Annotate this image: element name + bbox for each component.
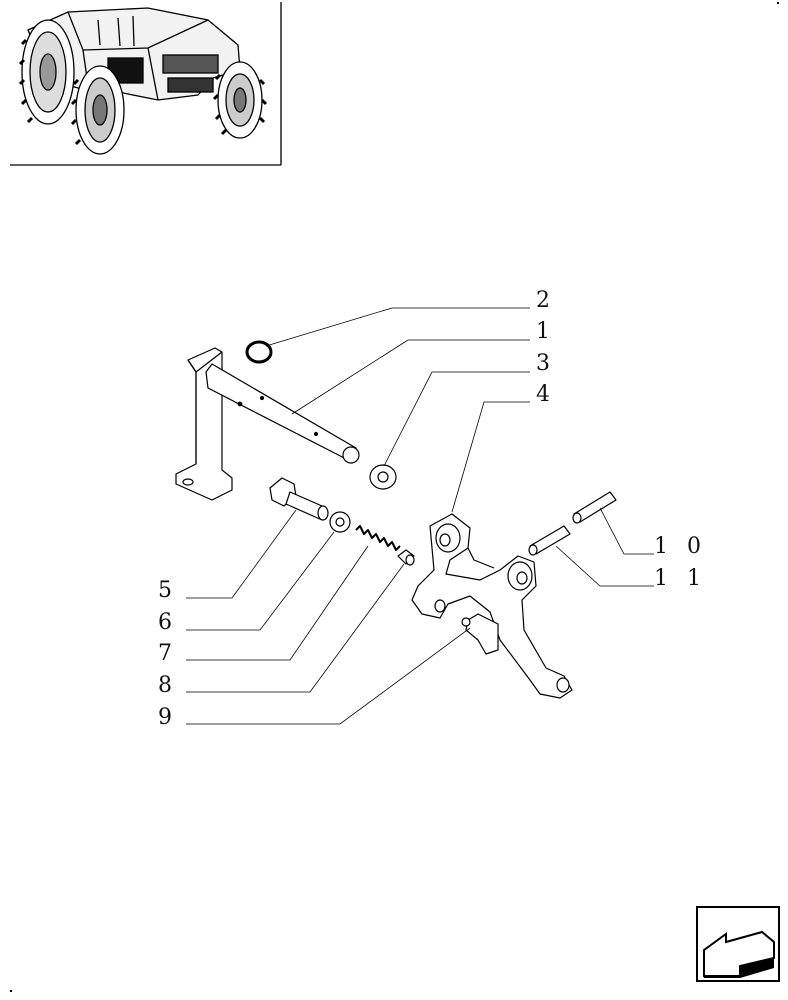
tractor-thumbnail [10,2,282,166]
callout-6: 6 [158,610,178,635]
callout-1: 1 [536,319,556,344]
part-10-pin [572,491,617,524]
part-3-washer [369,464,397,490]
part-4-shift-fork [411,513,573,699]
part-7-spring [355,525,401,551]
corner-dot [10,990,12,992]
part-2-o-ring [245,340,273,364]
callout-11: 1 1 [654,566,707,591]
part-8-pin [397,549,415,566]
part-1-bracket-shaft [175,347,360,501]
callout-3: 3 [536,351,556,376]
leader-lines [186,307,654,725]
corner-dot [777,2,779,4]
callout-9: 9 [158,705,178,730]
callout-10: 1 0 [654,534,707,559]
back-arrow-icon[interactable] [696,906,780,982]
callout-labels: 2 1 3 4 1 0 1 1 5 6 7 8 9 [158,288,707,730]
callout-4: 4 [536,382,556,407]
callout-8: 8 [158,673,178,698]
callout-2: 2 [536,288,556,313]
part-6-ring [329,511,351,533]
part-5-bolt [269,477,329,521]
part-9-pad [461,613,499,655]
part-11-pin [528,525,571,556]
callout-7: 7 [158,641,178,666]
callout-5: 5 [158,578,178,603]
